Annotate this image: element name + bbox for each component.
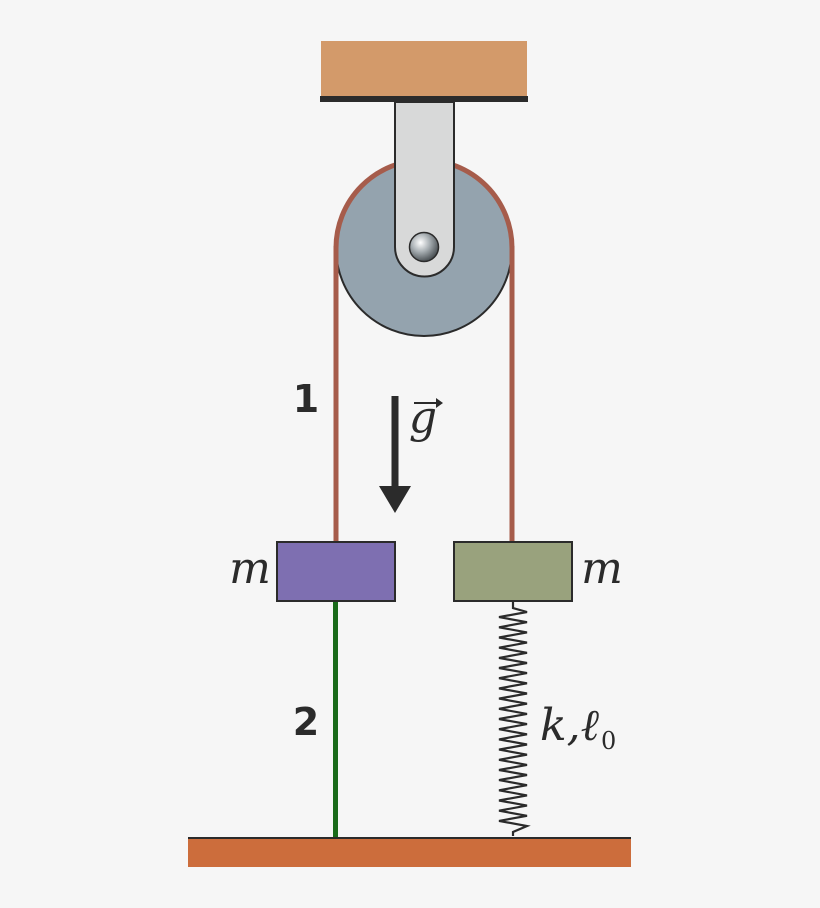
arrow-down-icon bbox=[379, 396, 411, 513]
spring-icon bbox=[498, 602, 531, 836]
ceiling bbox=[320, 41, 528, 102]
mass-left-block bbox=[276, 541, 396, 602]
spring-label: k,ℓ 0 bbox=[540, 700, 616, 755]
spring-constant-label: k,ℓ bbox=[540, 700, 600, 751]
axle-icon bbox=[408, 231, 440, 263]
gravity-arrow-head bbox=[379, 486, 411, 513]
gravity-label: g bbox=[409, 392, 443, 443]
string-2-label: 2 bbox=[293, 700, 319, 744]
mass-right-block bbox=[453, 541, 573, 602]
vector-arrow-icon bbox=[414, 398, 443, 408]
pulley-icon bbox=[333, 101, 515, 337]
ceiling-block bbox=[321, 41, 527, 99]
spring-subscript-label: 0 bbox=[601, 727, 616, 755]
floor bbox=[188, 837, 631, 867]
pulley-bracket bbox=[394, 101, 455, 278]
floor-block bbox=[188, 838, 631, 867]
mass-right-label: m bbox=[581, 543, 623, 594]
mass-left-label: m bbox=[229, 543, 271, 594]
ceiling-edge bbox=[320, 96, 528, 102]
gravity-symbol: g bbox=[409, 392, 437, 443]
string-1-label: 1 bbox=[293, 377, 319, 421]
